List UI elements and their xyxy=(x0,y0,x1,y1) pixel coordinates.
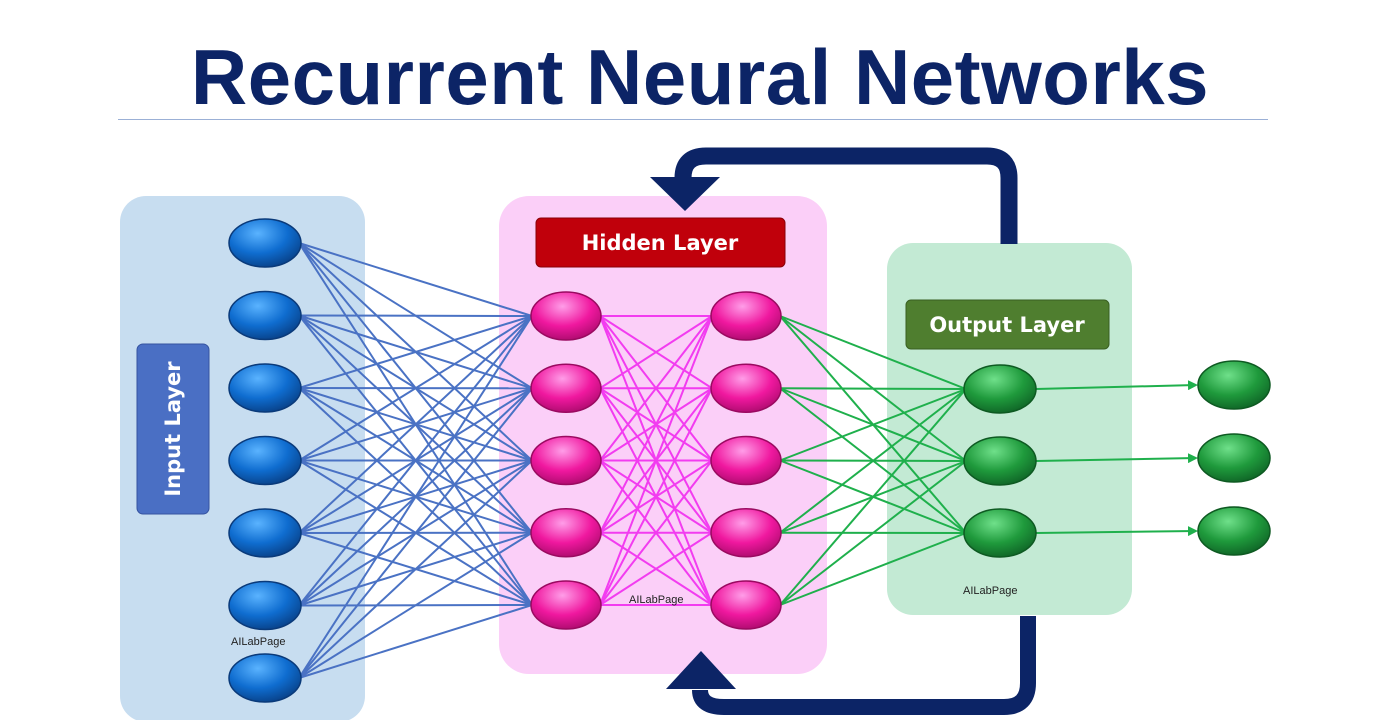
connection-line xyxy=(599,315,713,606)
input-neuron xyxy=(228,580,302,631)
recurrent-loop-top xyxy=(650,147,1018,244)
watermark-hidden: AILabPage xyxy=(629,594,683,606)
final-output-neuron xyxy=(1197,360,1271,410)
connection-line xyxy=(779,388,967,534)
output-layer-label-text: Output Layer xyxy=(929,313,1085,337)
final-output-neuron xyxy=(1197,506,1271,556)
hidden-neuron xyxy=(710,435,782,486)
title-divider xyxy=(118,119,1268,120)
connection-line xyxy=(298,604,533,679)
final-output-nodes xyxy=(1197,360,1271,556)
page-title: Recurrent Neural Networks xyxy=(190,33,1210,121)
connection-line xyxy=(779,387,967,390)
output-neuron xyxy=(963,436,1037,486)
connection-line xyxy=(298,315,533,389)
edges-input-hidden xyxy=(298,242,533,679)
watermark-output: AILabPage xyxy=(963,585,1017,597)
connection-line xyxy=(298,387,533,679)
connection-line xyxy=(599,531,713,606)
output-layer-label: Output Layer xyxy=(905,299,1110,350)
connection-line xyxy=(298,315,533,534)
input-neuron xyxy=(228,435,302,486)
connection-line xyxy=(599,387,713,606)
connection-line xyxy=(599,459,713,606)
hidden-right-nodes xyxy=(710,291,782,630)
recurrent-loop-bottom xyxy=(666,616,1036,715)
connection-line xyxy=(779,388,967,462)
input-neuron xyxy=(228,508,302,558)
output-neuron xyxy=(963,364,1037,414)
input-neuron xyxy=(228,653,302,703)
input-neuron xyxy=(228,218,302,268)
hidden-neuron xyxy=(530,435,602,486)
connection-line xyxy=(779,532,967,606)
hidden-layer-label: Hidden Layer xyxy=(535,217,786,268)
connection-line xyxy=(779,315,967,390)
hidden-neuron xyxy=(530,580,602,630)
hidden-neuron xyxy=(530,291,602,341)
connection-line xyxy=(779,460,967,606)
hidden-neuron xyxy=(530,508,602,558)
input-layer-label-text: Input Layer xyxy=(161,361,185,497)
edges-hidden-output xyxy=(779,315,967,606)
hidden-neuron xyxy=(530,363,602,413)
input-layer-label: Input Layer xyxy=(136,343,210,515)
output-arrow xyxy=(1035,453,1198,464)
connection-line xyxy=(779,388,967,606)
hidden-neuron xyxy=(710,363,782,413)
input-nodes xyxy=(228,218,302,703)
connection-line xyxy=(298,459,533,679)
hidden-neuron xyxy=(710,580,782,630)
input-neuron xyxy=(228,363,302,413)
output-arrow xyxy=(1035,380,1198,391)
connection-line xyxy=(599,315,713,462)
connection-line xyxy=(298,315,533,607)
connection-line xyxy=(599,315,713,534)
connection-line xyxy=(298,531,533,679)
hidden-neuron xyxy=(710,508,782,558)
input-neuron xyxy=(228,290,302,341)
output-neuron xyxy=(963,508,1037,558)
output-arrow xyxy=(1035,526,1198,537)
connection-line xyxy=(298,242,533,317)
edges-hidden-hidden xyxy=(599,315,713,606)
connection-line xyxy=(298,314,533,317)
hidden-left-nodes xyxy=(530,291,602,630)
edges-output-final xyxy=(1035,380,1198,537)
output-nodes xyxy=(963,364,1037,558)
final-output-neuron xyxy=(1197,433,1271,483)
connection-line xyxy=(298,315,533,679)
connection-line xyxy=(599,315,713,390)
watermark-input: AILabPage xyxy=(231,636,285,648)
connection-line xyxy=(298,315,533,462)
hidden-neuron xyxy=(710,291,782,341)
hidden-layer-label-text: Hidden Layer xyxy=(582,231,739,255)
